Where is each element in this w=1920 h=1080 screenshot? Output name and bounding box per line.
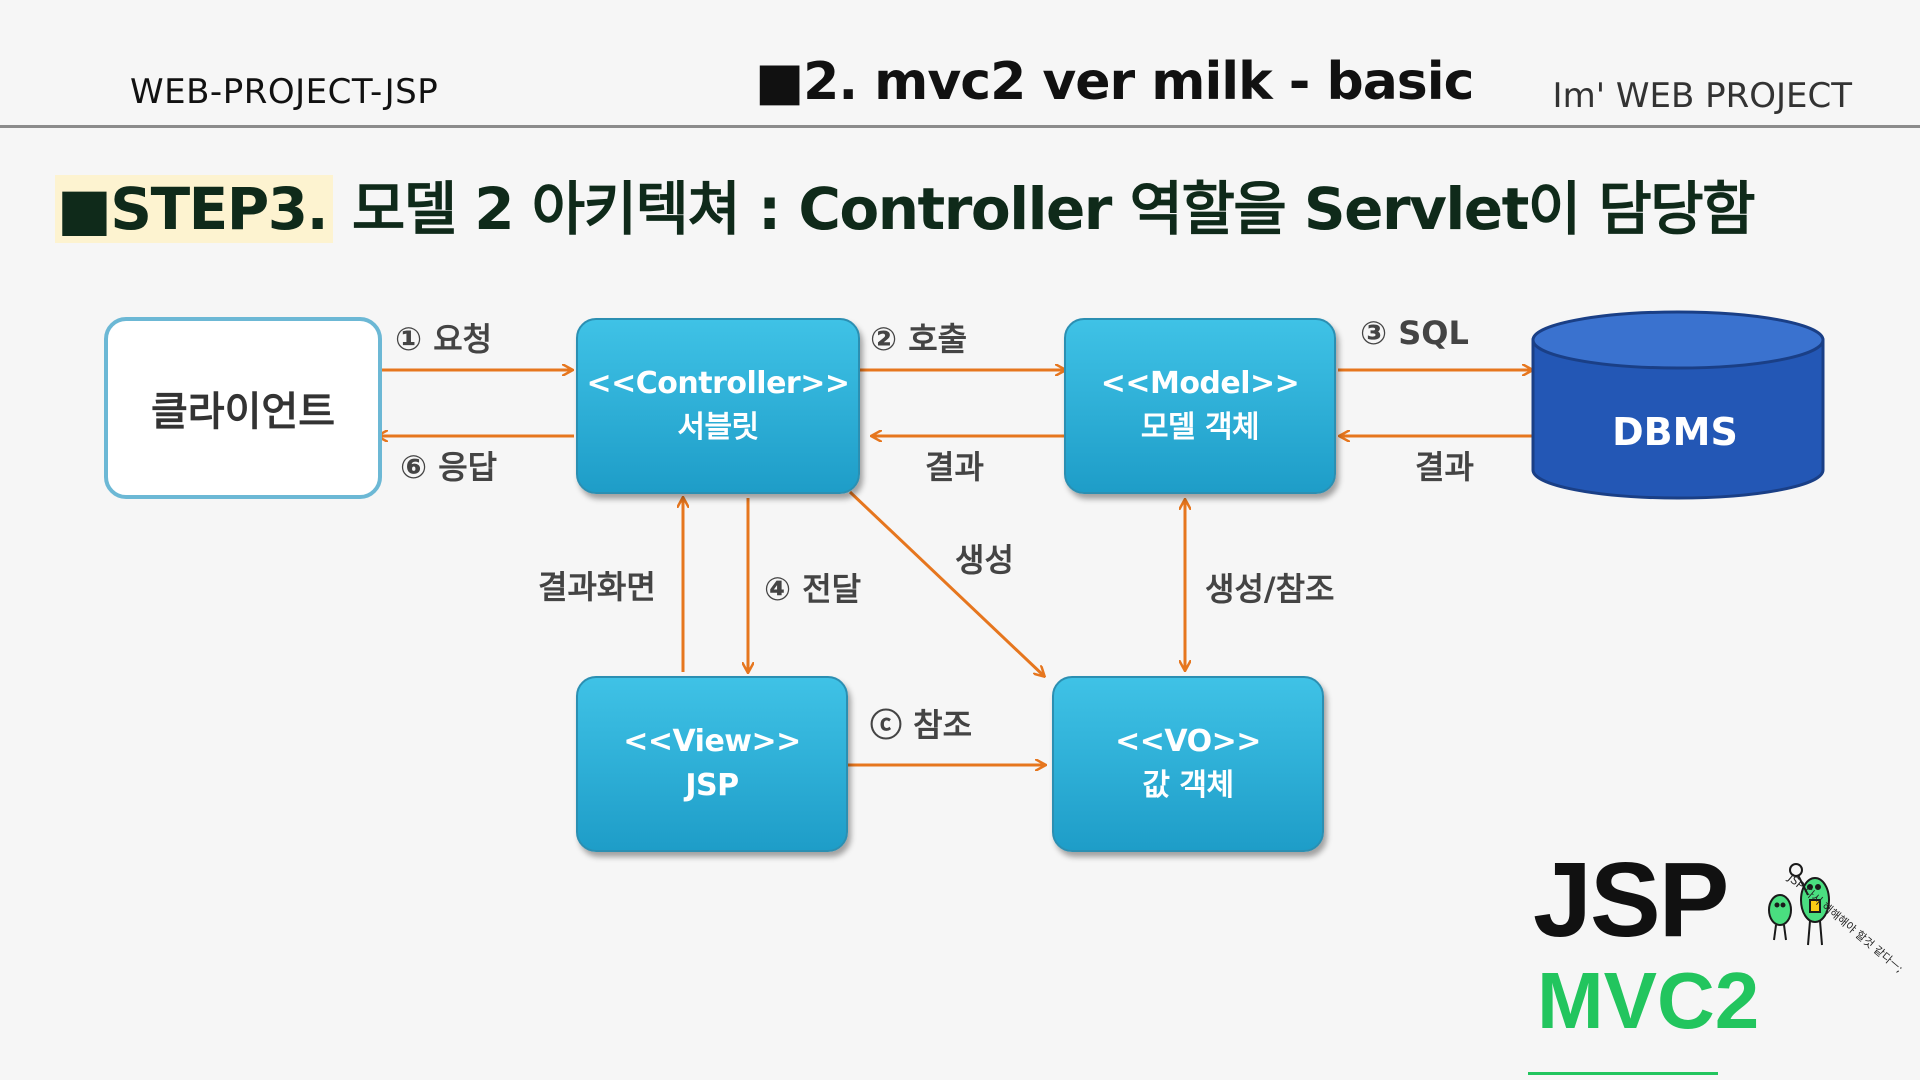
label-create: 생성 <box>955 541 1014 579</box>
label-request: ① 요청 <box>395 320 493 358</box>
label-result-model: 결과 <box>925 448 984 486</box>
label-create-ref: 생성/참조 <box>1205 570 1335 608</box>
label-reference: ⓒ 참조 <box>870 706 973 744</box>
arrow-create <box>848 490 1044 676</box>
header-right-title: Im' WEB PROJECT <box>1552 76 1852 116</box>
label-result-db: 결과 <box>1415 448 1474 486</box>
label-call: ② 호출 <box>870 320 968 358</box>
step-title-text: 모델 2 아키텍쳐 : Controller 역할을 Servlet이 담당함 <box>333 175 1756 243</box>
label-forward: ④ 전달 <box>764 570 862 608</box>
dbms-cylinder <box>1531 310 1825 500</box>
header-left-title: WEB-PROJECT-JSP <box>130 72 439 112</box>
view-box: <<View>> JSP <box>576 676 848 852</box>
step-prefix: ■STEP3. <box>55 175 334 243</box>
model-label: 모델 객체 <box>1140 410 1260 445</box>
logo-mvc2: MVC2 <box>1537 956 1760 1045</box>
controller-label: 서블릿 <box>677 410 759 445</box>
step-heading: ■STEP3. 모델 2 아키텍쳐 : Controller 역할을 Servl… <box>55 162 1756 246</box>
vo-stereotype: <<VO>> <box>1115 724 1261 759</box>
dbms-label: DBMS <box>1612 410 1738 454</box>
header-divider <box>0 125 1920 128</box>
controller-box: <<Controller>> 서블릿 <box>576 318 860 494</box>
logo-jsp: JSP <box>1533 841 1729 959</box>
model-box: <<Model>> 모델 객체 <box>1064 318 1336 494</box>
vo-box: <<VO>> 값 객체 <box>1052 676 1324 852</box>
model-stereotype: <<Model>> <box>1100 366 1300 401</box>
controller-stereotype: <<Controller>> <box>586 366 851 401</box>
client-box: 클라이언트 <box>104 317 382 499</box>
label-sql: ③ SQL <box>1360 314 1469 352</box>
label-response: ⑥ 응답 <box>400 448 498 486</box>
view-stereotype: <<View>> <box>623 724 801 759</box>
vo-label: 값 객체 <box>1142 768 1234 803</box>
header-center-title: ■2. mvc2 ver milk - basic <box>755 52 1474 112</box>
label-result-screen: 결과화면 <box>538 568 656 606</box>
view-label: JSP <box>685 768 739 803</box>
mascot-icon <box>1768 863 1830 946</box>
logo-underline <box>1528 1072 1718 1075</box>
